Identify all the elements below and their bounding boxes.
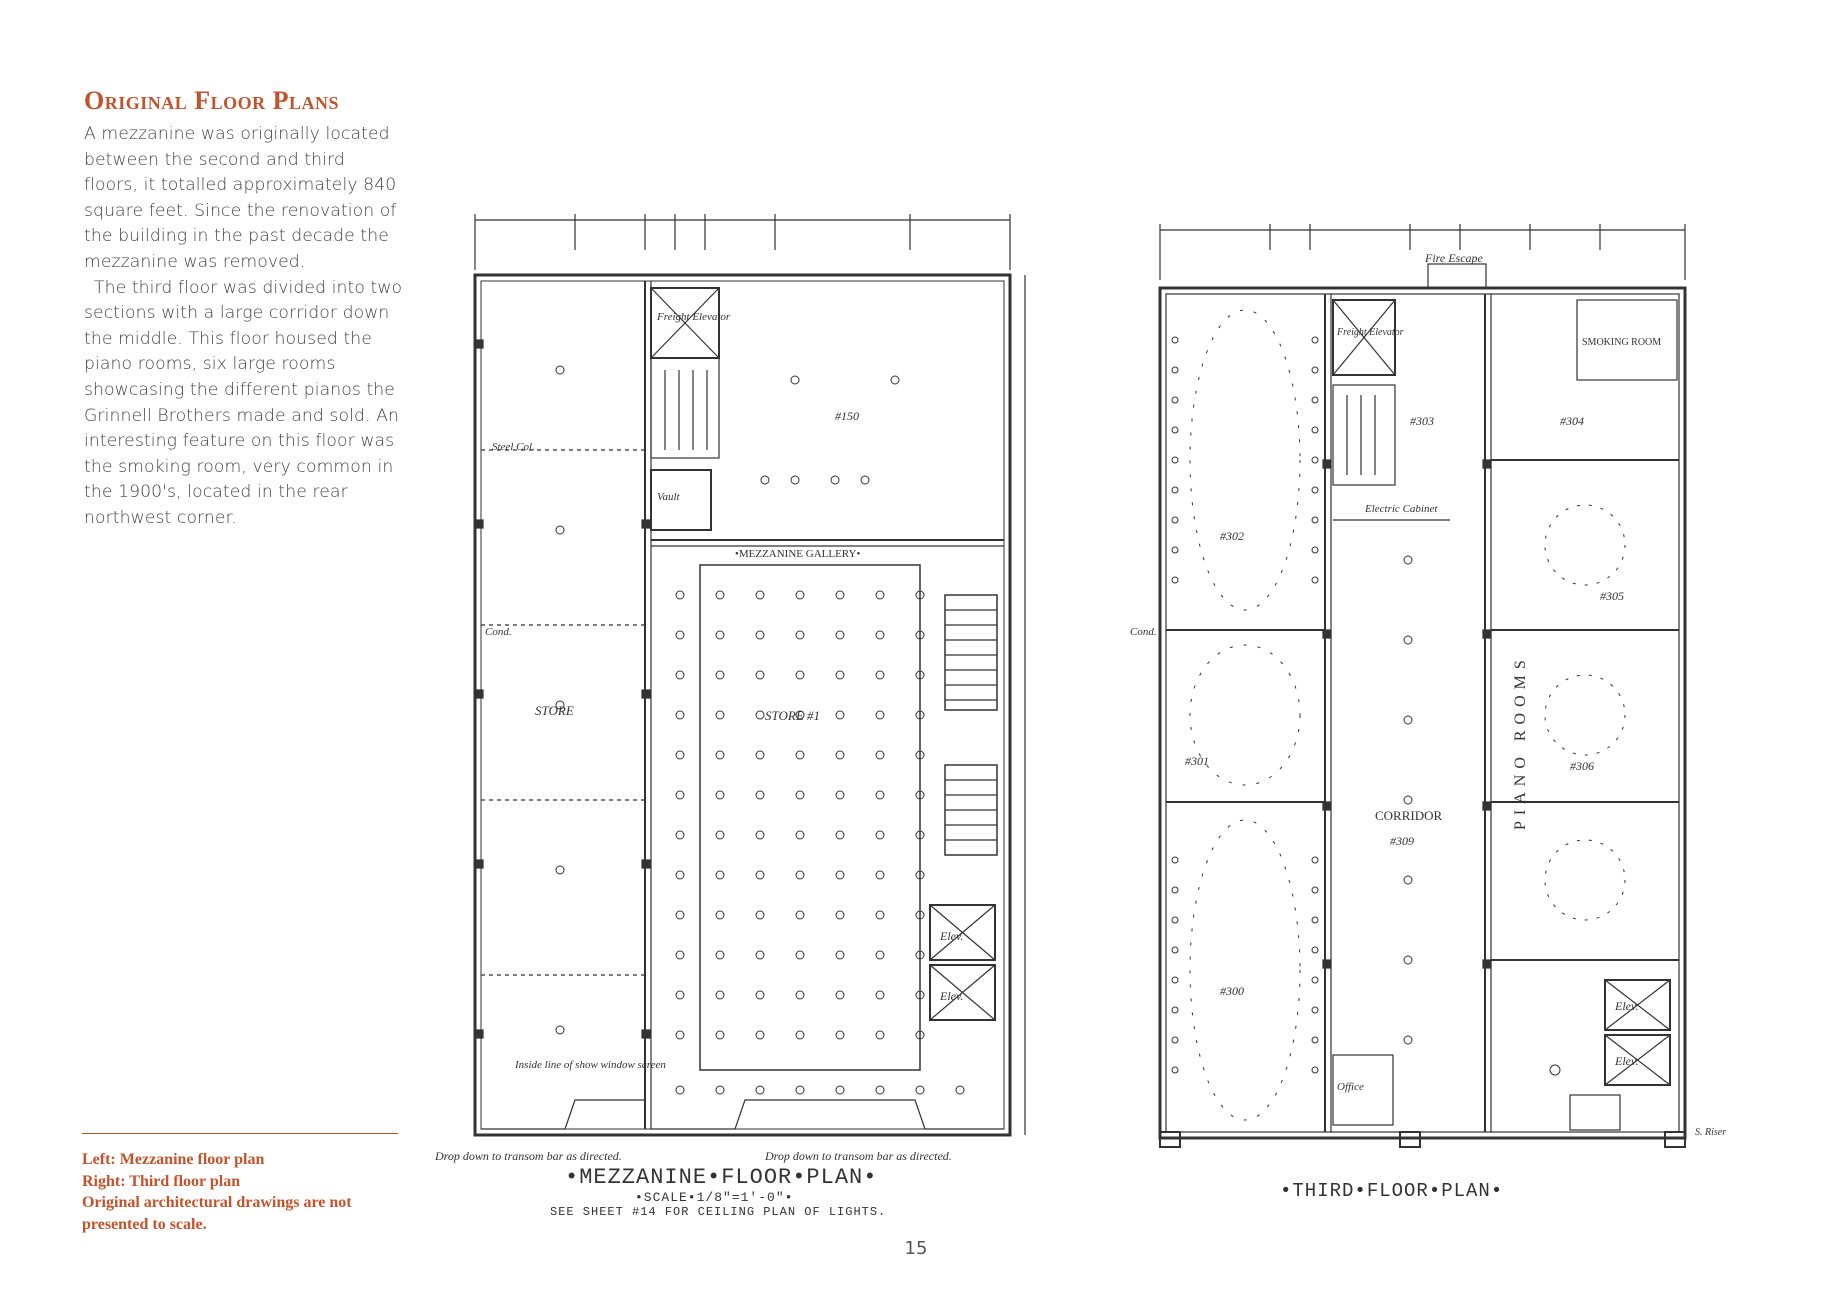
smoking-room-label: SMOKING ROOM	[1582, 337, 1661, 348]
room-302-label: #302	[1220, 529, 1244, 543]
office-label: Office	[1337, 1081, 1364, 1093]
third-plan-drawing: Fire Escape Freight Elevator SMOKING ROO…	[1130, 224, 1726, 1148]
section-title: Original Floor Plans	[84, 86, 340, 115]
mezzanine-plan-scale: •SCALE•1/8"=1'-0"•	[635, 1190, 794, 1205]
caption-line-1: Left: Mezzanine floor plan	[82, 1151, 265, 1168]
room-303-label: #303	[1410, 414, 1434, 428]
third-elevator-label-2: Elev.	[1614, 1054, 1638, 1068]
room-304-label: #304	[1560, 414, 1584, 428]
electric-cabinet-label: Electric Cabinet	[1364, 503, 1438, 515]
steel-col-label: Steel Col.	[492, 441, 535, 453]
caption-line-4: presented to scale.	[82, 1215, 207, 1233]
third-riser-label: S. Riser	[1695, 1127, 1726, 1138]
mezzanine-plan-note: SEE SHEET #14 FOR CEILING PLAN OF LIGHTS…	[550, 1205, 887, 1219]
piano-rooms-label: PIANO ROOMS	[1512, 654, 1529, 830]
fire-escape-label: Fire Escape	[1424, 251, 1484, 265]
third-elevator-label-1: Elev.	[1614, 999, 1638, 1013]
paragraph-2: The third floor was divided into two sec…	[84, 277, 403, 528]
elevator-label-2: Elev.	[939, 989, 963, 1003]
inside-line-label: Inside line of show window screen	[514, 1059, 666, 1071]
elevator-label-1: Elev.	[939, 929, 963, 943]
drop-down-note-left: Drop down to transom bar as directed.	[435, 1149, 622, 1163]
third-cond-label: Cond.	[1130, 626, 1157, 638]
caption-divider	[82, 1133, 398, 1134]
room-300-label: #300	[1220, 984, 1244, 998]
mezzanine-floor-plan: STORE STORE #1 Freight Elevator Vault •M…	[435, 210, 1045, 1220]
freight-elevator-label: Freight Elevator	[656, 311, 731, 323]
room-150-label: #150	[835, 409, 859, 423]
figure-caption: Left: Mezzanine floor plan Right: Third …	[82, 1149, 402, 1235]
vault-label: Vault	[657, 491, 681, 503]
store1-label: STORE #1	[765, 708, 820, 723]
room-306-label: #306	[1570, 759, 1594, 773]
text-column: Original Floor Plans A mezzanine was ori…	[84, 86, 404, 532]
gallery-label: •MEZZANINE GALLERY•	[735, 548, 860, 560]
cond-label: Cond.	[485, 626, 512, 638]
caption-line-3: Original architectural drawings are not	[82, 1194, 352, 1211]
room-305-label: #305	[1600, 589, 1624, 603]
caption-line-2: Right: Third floor plan	[82, 1172, 241, 1190]
corridor-label: CORRIDOR	[1375, 808, 1443, 823]
third-floor-plan: Fire Escape Freight Elevator SMOKING ROO…	[1130, 220, 1755, 1205]
store-label: STORE	[535, 703, 574, 718]
drop-down-note-right: Drop down to transom bar as directed.	[764, 1149, 952, 1163]
room-301-label: #301	[1185, 754, 1209, 768]
mezzanine-plan-drawing: STORE STORE #1 Freight Elevator Vault •M…	[435, 214, 1026, 1163]
body-text: A mezzanine was originally located betwe…	[84, 122, 404, 532]
paragraph-1: A mezzanine was originally located betwe…	[84, 124, 397, 272]
mezzanine-plan-title: •MEZZANINE•FLOOR•PLAN•	[565, 1165, 878, 1190]
freight-elevator-label-3: Freight Elevator	[1336, 327, 1404, 338]
page-number: 15	[904, 1238, 928, 1259]
room-309-label: #309	[1390, 834, 1414, 848]
third-plan-title: •THIRD•FLOOR•PLAN•	[1280, 1180, 1504, 1202]
